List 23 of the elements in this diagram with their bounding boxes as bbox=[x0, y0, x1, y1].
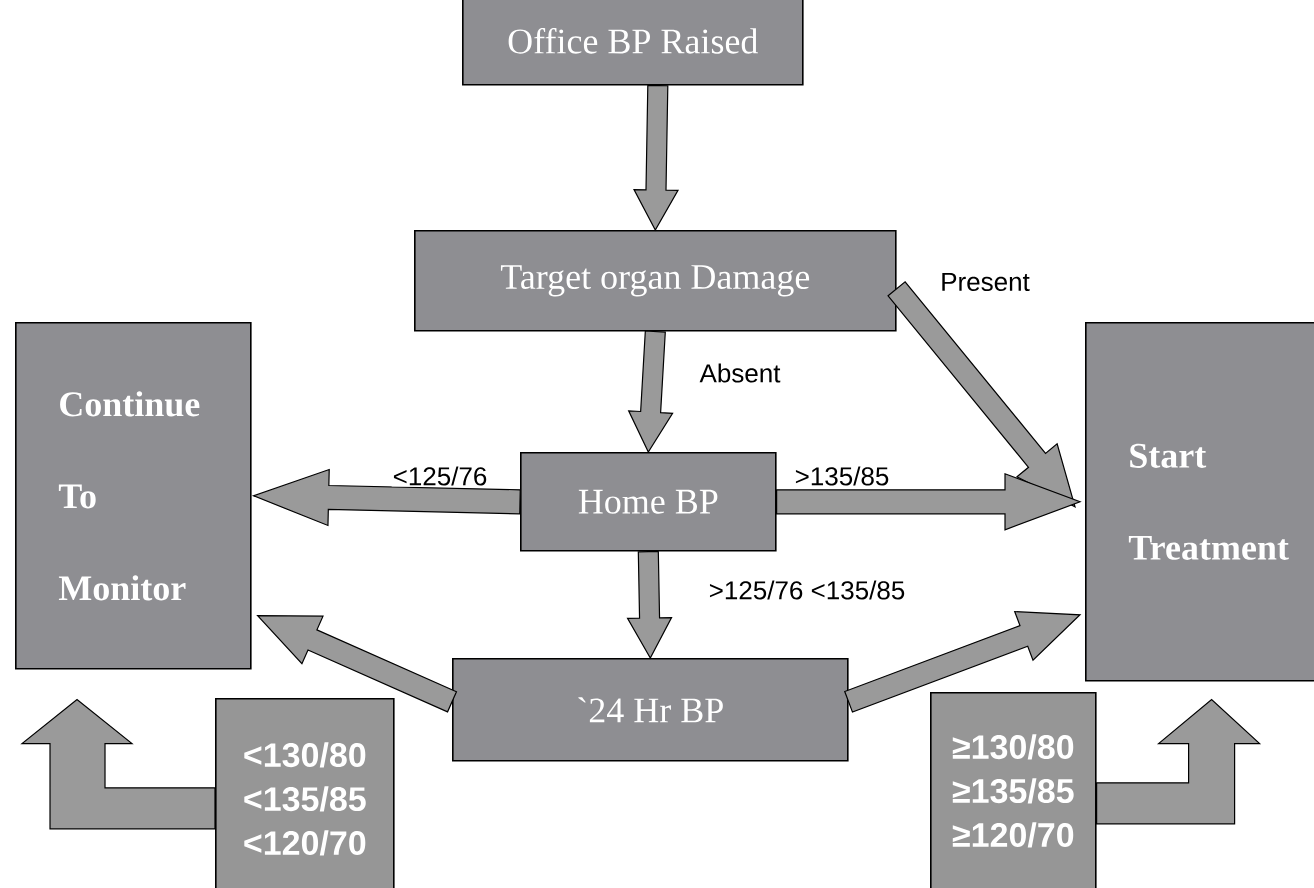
outcome-box: Continue To Monitor bbox=[15, 322, 252, 670]
process-box: Target organ Damage bbox=[414, 230, 897, 332]
process-box: `24 Hr BP bbox=[452, 658, 849, 762]
block-arrow bbox=[20, 698, 216, 830]
edge-label: >135/85 bbox=[793, 465, 891, 487]
outcome-box: Start Treatment bbox=[1085, 322, 1314, 682]
block-arrow bbox=[256, 615, 458, 713]
block-arrow bbox=[626, 550, 673, 660]
edge-label: Absent bbox=[698, 362, 782, 384]
block-arrow bbox=[776, 472, 1082, 531]
block-arrow bbox=[627, 330, 674, 454]
edge-label: >125/76 <135/85 bbox=[707, 579, 907, 601]
edge-label: Present bbox=[939, 271, 1031, 293]
threshold-box: ≥130/80 ≥135/85 ≥120/70 bbox=[930, 692, 1097, 888]
process-box: Office BP Raised bbox=[462, 0, 804, 86]
edge-label: <125/76 bbox=[391, 465, 489, 487]
block-arrow bbox=[251, 468, 521, 527]
block-arrow bbox=[1096, 698, 1262, 825]
block-arrow bbox=[633, 84, 680, 232]
block-arrow bbox=[843, 610, 1082, 713]
block-arrow bbox=[887, 281, 1076, 508]
process-box: Home BP bbox=[520, 452, 777, 552]
threshold-box: <130/80 <135/85 <120/70 bbox=[215, 698, 395, 888]
